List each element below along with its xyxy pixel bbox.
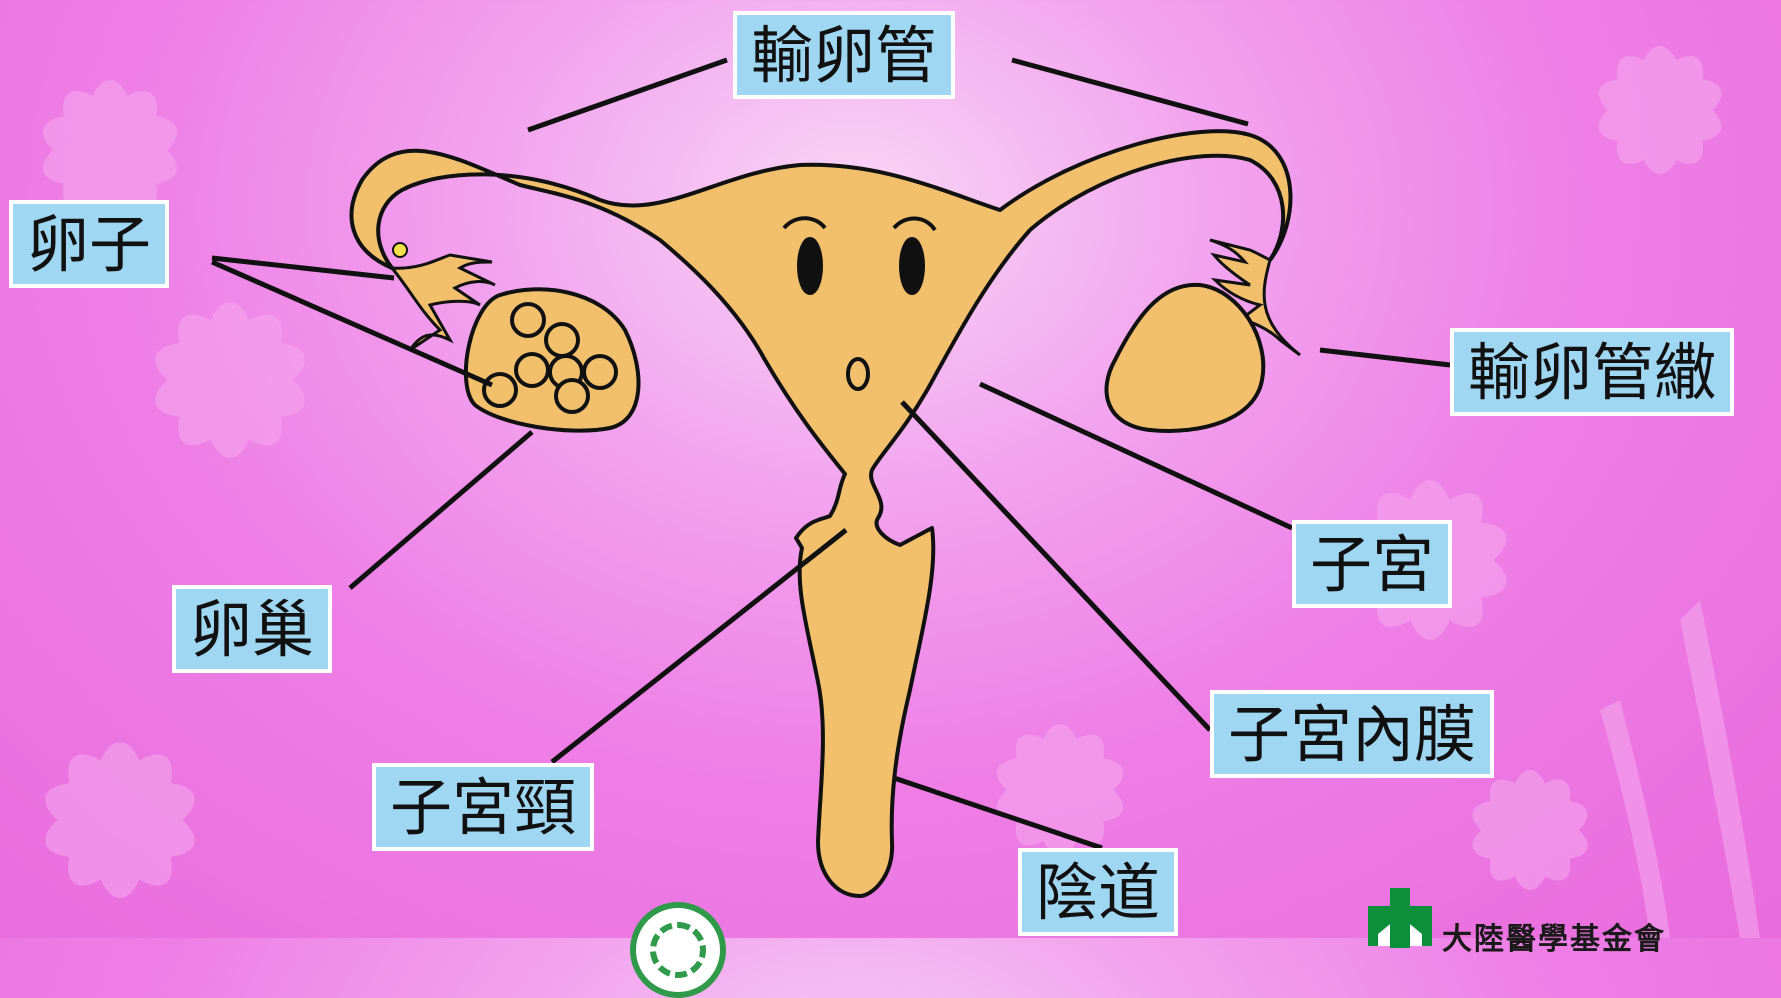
- right-ovary: [1104, 282, 1266, 433]
- label-fallopian-tube: 輸卵管: [733, 11, 956, 99]
- label-endometrium: 子宮內膜: [1210, 690, 1495, 778]
- label-cervix: 子宮頸: [372, 763, 595, 851]
- label-egg: 卵子: [9, 200, 170, 288]
- left-fimbriae: [388, 253, 496, 352]
- label-fimbriae: 輸卵管繖: [1450, 328, 1735, 416]
- egg-cells: [482, 302, 618, 414]
- emblem-ring-icon: [650, 922, 706, 978]
- uterus-face: [782, 216, 937, 391]
- foundation-logo: 大陸醫學基金會: [1368, 888, 1666, 957]
- label-ovary: 卵巢: [172, 585, 333, 673]
- uterus-shape: [349, 129, 1293, 898]
- leader-lines: [210, 57, 1451, 851]
- foundation-name: 大陸醫學基金會: [1442, 922, 1666, 957]
- emblem-logo: [630, 902, 726, 998]
- reproductive-diagram: [42, 46, 1760, 938]
- right-fimbriae: [1209, 238, 1301, 357]
- cross-house-icon: [1368, 888, 1432, 948]
- egg-dot: [392, 242, 408, 258]
- label-vagina: 陰道: [1018, 848, 1179, 936]
- label-uterus: 子宮: [1292, 520, 1453, 608]
